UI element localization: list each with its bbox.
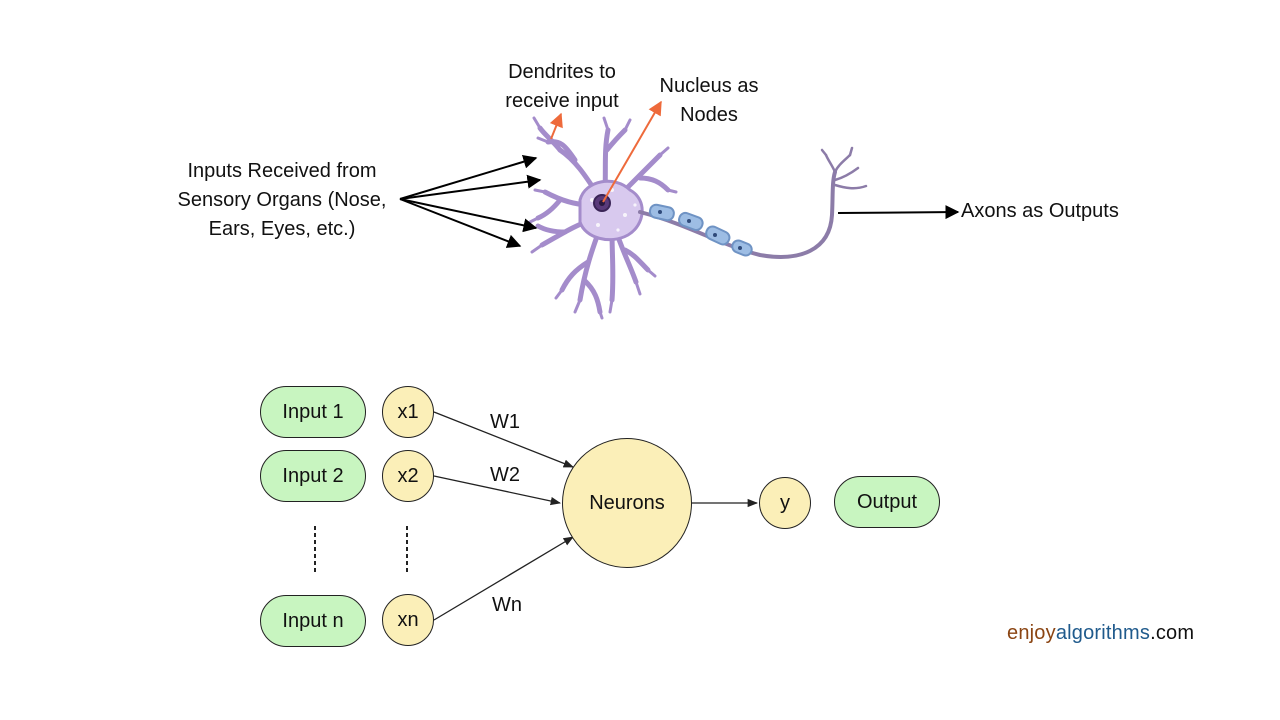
axon-terminals <box>820 146 868 190</box>
nucleus-pointer-arrow <box>602 100 662 203</box>
output-node: Output <box>834 476 940 528</box>
nucleus-label: Nucleus as Nodes <box>659 75 759 126</box>
dendrites-pointer-arrow <box>549 112 563 140</box>
weight-w1-label: W1 <box>490 411 520 433</box>
input-1-node: Input 1 <box>260 386 366 438</box>
myelin-sheaths <box>648 203 753 257</box>
axon-output-arrow <box>837 205 960 220</box>
weight-wn-label: Wn <box>492 594 522 616</box>
input-2-node: Input 2 <box>260 450 366 502</box>
x1-node: x1 <box>382 386 434 438</box>
input-arrows <box>399 154 542 248</box>
axon <box>638 170 837 259</box>
network-edges <box>433 411 759 621</box>
ellipsis-dashes <box>314 526 408 572</box>
brand-part-algorithms: algorithms <box>1055 622 1151 644</box>
xn-node: xn <box>382 594 434 646</box>
brand-part-enjoy: enjoy <box>1007 622 1056 644</box>
neurons-node: Neurons <box>562 438 692 568</box>
brand-part-com: .com <box>1150 622 1195 644</box>
dendrites-label: Dendrites to receive input <box>505 61 619 112</box>
x2-node: x2 <box>382 450 434 502</box>
inputs-received-label: Inputs Received from Sensory Organs (Nos… <box>177 160 387 240</box>
axons-label: Axons as Outputs <box>961 200 1119 222</box>
input-n-node: Input n <box>260 595 366 647</box>
y-node: y <box>759 477 811 529</box>
brand-logo: enjoyalgorithms.com <box>1007 622 1194 645</box>
weight-w2-label: W2 <box>490 464 520 486</box>
